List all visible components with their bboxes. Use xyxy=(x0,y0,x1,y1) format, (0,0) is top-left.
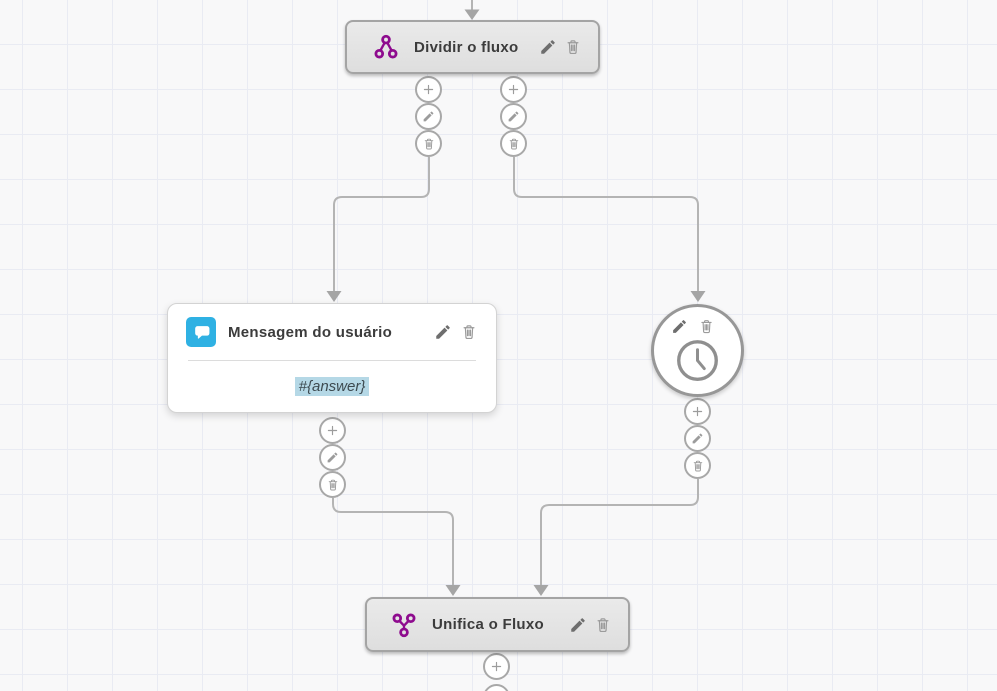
delete-node-button[interactable] xyxy=(698,318,715,335)
pencil-icon xyxy=(507,110,520,123)
timer-output-port xyxy=(684,398,711,479)
user-message-output-port xyxy=(319,417,346,498)
pencil-icon xyxy=(671,318,688,335)
connector-split-to-user-message xyxy=(333,157,430,291)
split-flow-icon xyxy=(373,34,399,60)
clock-icon xyxy=(675,338,720,383)
split-output-right-port xyxy=(500,76,527,157)
delete-connection-button[interactable] xyxy=(684,452,711,479)
arrowhead-user-message-into-merge xyxy=(445,585,461,596)
node-header: Mensagem do usuário xyxy=(168,304,496,360)
trash-icon xyxy=(564,38,582,56)
edit-connection-button[interactable] xyxy=(500,103,527,130)
merge-flow-node[interactable]: Unifica o Fluxo xyxy=(365,597,630,652)
connector-split-to-timer xyxy=(513,157,699,291)
merge-flow-icon xyxy=(391,612,417,638)
plus-icon xyxy=(421,82,436,97)
add-block-button[interactable] xyxy=(483,653,510,680)
edit-connection-button[interactable] xyxy=(483,684,510,691)
plus-icon xyxy=(325,423,340,438)
trash-icon xyxy=(698,318,715,335)
edit-connection-button[interactable] xyxy=(684,425,711,452)
trash-icon xyxy=(422,137,436,151)
pencil-icon xyxy=(422,110,435,123)
add-block-button[interactable] xyxy=(684,398,711,425)
arrowhead-into-split-node xyxy=(464,9,480,20)
delete-node-button[interactable] xyxy=(564,38,582,56)
edit-connection-button[interactable] xyxy=(319,444,346,471)
edit-node-button[interactable] xyxy=(569,616,587,634)
plus-icon xyxy=(506,82,521,97)
arrowhead-into-user-message xyxy=(326,291,342,302)
pencil-icon xyxy=(691,432,704,445)
plus-icon xyxy=(690,404,705,419)
add-block-button[interactable] xyxy=(415,76,442,103)
edit-node-button[interactable] xyxy=(671,318,688,335)
pencil-icon xyxy=(539,38,557,56)
node-title: Unifica o Fluxo xyxy=(432,616,545,633)
delete-connection-button[interactable] xyxy=(415,130,442,157)
timer-node[interactable] xyxy=(651,304,744,397)
trash-icon xyxy=(594,616,612,634)
pencil-icon xyxy=(569,616,587,634)
split-flow-node[interactable]: Dividir o fluxo xyxy=(345,20,600,74)
trash-icon xyxy=(460,323,478,341)
connector-timer-to-merge xyxy=(540,479,699,585)
edit-node-button[interactable] xyxy=(434,323,452,341)
trash-icon xyxy=(507,137,521,151)
arrowhead-into-timer xyxy=(690,291,706,302)
trash-icon xyxy=(691,459,705,473)
add-block-button[interactable] xyxy=(319,417,346,444)
node-title: Mensagem do usuário xyxy=(228,323,393,341)
edit-connection-button[interactable] xyxy=(415,103,442,130)
trash-icon xyxy=(326,478,340,492)
delete-connection-button[interactable] xyxy=(500,130,527,157)
edit-node-button[interactable] xyxy=(539,38,557,56)
add-block-button[interactable] xyxy=(500,76,527,103)
divider xyxy=(188,360,476,361)
delete-connection-button[interactable] xyxy=(319,471,346,498)
variable-chip[interactable]: #{answer} xyxy=(294,376,370,396)
connector-user-message-to-merge xyxy=(332,498,454,585)
chat-bubble-icon xyxy=(186,317,216,347)
user-message-node[interactable]: Mensagem do usuário #{answer} xyxy=(167,303,497,413)
arrowhead-timer-into-merge xyxy=(533,585,549,596)
pencil-icon xyxy=(434,323,452,341)
split-output-left-port xyxy=(415,76,442,157)
pencil-icon xyxy=(326,451,339,464)
merge-output-port xyxy=(483,653,510,691)
delete-node-button[interactable] xyxy=(460,323,478,341)
plus-icon xyxy=(489,659,504,674)
node-body: #{answer} xyxy=(168,361,496,411)
node-title: Dividir o fluxo xyxy=(414,38,519,56)
delete-node-button[interactable] xyxy=(594,616,612,634)
